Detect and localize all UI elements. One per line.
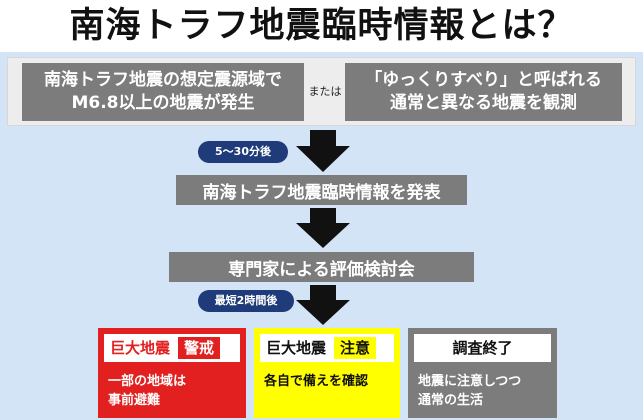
- outcome-advisory-card[interactable]: 巨大地震 注意 各自で備えを確認: [254, 328, 400, 418]
- outcome-warning-label: 巨大地震: [110, 339, 171, 357]
- connector-label: または: [308, 85, 342, 98]
- outcome-investigation-ended-desc-line-1: 地震に注意しつつ: [418, 374, 522, 389]
- outcome-advisory-desc: 各自で備えを確認: [264, 372, 368, 391]
- page-title: 南海トラフ地震臨時情報とは？: [69, 6, 574, 46]
- condition-slow-slip-line-1: 「ゆっくりすべり」と呼ばれる: [365, 70, 602, 90]
- outcome-investigation-ended-desc-line-2: 通常の生活: [418, 393, 484, 408]
- timing-pill-review: 最短2時間後: [198, 290, 294, 312]
- flow-arrow-1: [296, 130, 350, 172]
- timing-pill-announce: 5～30分後: [198, 141, 288, 163]
- outcome-advisory-header: 巨大地震 注意: [260, 334, 394, 362]
- outcome-advisory-desc-line-1: 各自で備えを確認: [264, 374, 369, 389]
- announcement-step: 南海トラフ地震臨時情報を発表: [176, 175, 467, 205]
- outcome-warning-desc-line-2: 事前避難: [108, 393, 161, 408]
- flow-arrow-2: [296, 208, 350, 248]
- outcome-investigation-ended-header: 調査終了: [414, 334, 551, 362]
- expert-review-step: 専門家による評価検討会: [169, 252, 474, 282]
- outcome-investigation-ended-desc: 地震に注意しつつ 通常の生活: [418, 372, 521, 410]
- flow-arrow-3: [296, 285, 350, 325]
- condition-slow-slip-box: 「ゆっくりすべり」と呼ばれる 通常と異なる地震を観測: [345, 63, 622, 121]
- outcome-warning-desc-line-1: 一部の地域は: [108, 374, 187, 389]
- condition-earthquake-line-1: 南海トラフ地震の想定震源域で: [44, 70, 282, 90]
- outcome-advisory-badge: 注意: [334, 337, 377, 359]
- outcome-warning-header: 巨大地震 警戒: [104, 334, 240, 362]
- outcome-warning-badge: 警戒: [178, 337, 221, 359]
- outcome-investigation-ended-card[interactable]: 調査終了 地震に注意しつつ 通常の生活: [408, 328, 557, 418]
- outcome-warning-card[interactable]: 巨大地震 警戒 一部の地域は 事前避難: [98, 328, 246, 418]
- condition-earthquake-line-2: M6.8以上の地震が発生: [71, 93, 255, 113]
- condition-earthquake-box: 南海トラフ地震の想定震源域で M6.8以上の地震が発生: [22, 63, 304, 121]
- outcome-warning-desc: 一部の地域は 事前避難: [108, 372, 186, 410]
- outcome-advisory-label: 巨大地震: [266, 339, 327, 357]
- condition-slow-slip-line-2: 通常と異なる地震を観測: [390, 93, 577, 113]
